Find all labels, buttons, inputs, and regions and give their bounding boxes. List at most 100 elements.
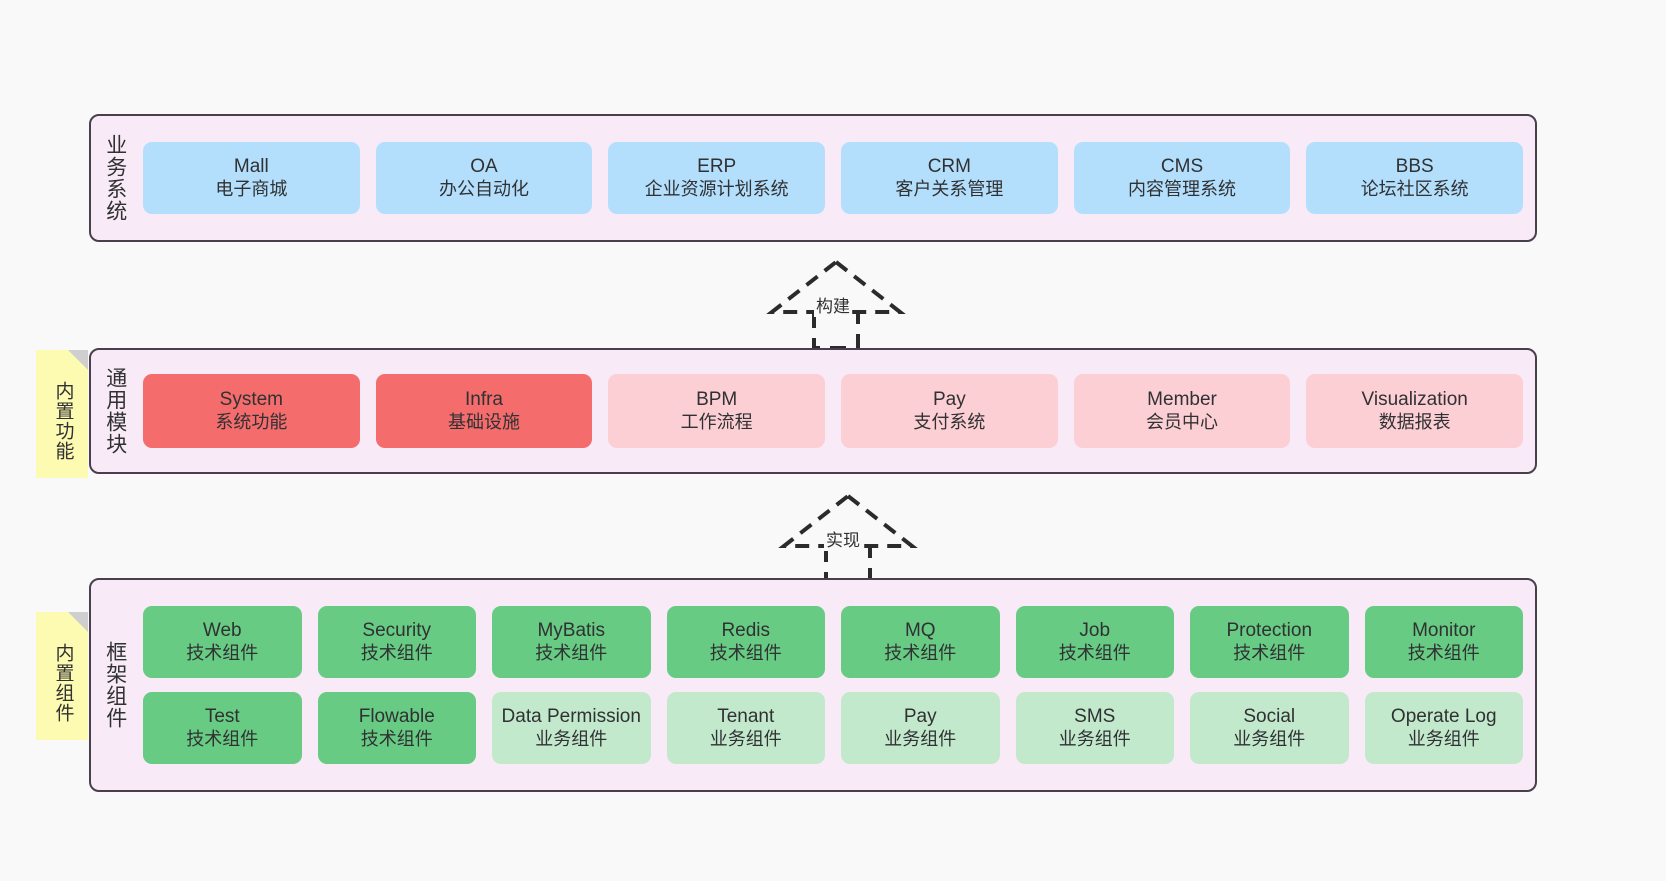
module-desc: 支付系统 — [913, 411, 986, 432]
layer-label-business-systems: 业务系统 — [103, 134, 127, 222]
module-card-oa[interactable]: OA 办公自动化 — [375, 142, 593, 214]
connector-implement: 实现 — [768, 492, 928, 584]
module-card-erp[interactable]: ERP 企业资源计划系统 — [608, 142, 826, 214]
module-name: Operate Log — [1390, 706, 1497, 728]
module-card-monitor[interactable]: Monitor 技术组件 — [1364, 606, 1523, 678]
layer-label-common-modules: 通用模块 — [103, 367, 127, 455]
module-name: Member — [1147, 389, 1217, 411]
module-name: Social — [1243, 706, 1296, 728]
layer-body-business-systems: Mall 电子商城 OA 办公自动化 ERP 企业资源计划系统 CRM 客户关系… — [139, 116, 1535, 240]
module-desc: 技术组件 — [1058, 642, 1131, 663]
layer-framework-components: 框架组件 Web 技术组件 Security 技术组件 MyBatis 技术组件… — [89, 578, 1537, 792]
module-name: Infra — [464, 389, 504, 411]
module-desc: 会员中心 — [1146, 411, 1219, 432]
layer-body-common-modules: System 系统功能 Infra 基础设施 BPM 工作流程 Pay 支付系统… — [139, 350, 1535, 472]
layer-body-framework-components: Web 技术组件 Security 技术组件 MyBatis 技术组件 Redi… — [139, 580, 1535, 790]
module-name: Web — [202, 620, 242, 642]
module-name: MyBatis — [537, 620, 606, 642]
module-desc: 业务组件 — [1407, 728, 1480, 749]
module-desc: 客户关系管理 — [895, 178, 1004, 199]
module-card-sms[interactable]: SMS 业务组件 — [1015, 692, 1174, 764]
module-name: BBS — [1395, 156, 1434, 178]
module-desc: 业务组件 — [1233, 728, 1306, 749]
module-card-security[interactable]: Security 技术组件 — [317, 606, 476, 678]
module-card-infra[interactable]: Infra 基础设施 — [375, 374, 593, 448]
module-card-redis[interactable]: Redis 技术组件 — [666, 606, 825, 678]
layer-label-framework-components: 框架组件 — [103, 641, 127, 729]
module-desc: 技术组件 — [1233, 642, 1306, 663]
module-card-job[interactable]: Job 技术组件 — [1015, 606, 1174, 678]
module-name: SMS — [1074, 706, 1116, 728]
module-desc: 数据报表 — [1378, 411, 1451, 432]
layer-common-modules: 通用模块 System 系统功能 Infra 基础设施 BPM 工作流程 Pay… — [89, 348, 1537, 474]
module-name: Mall — [233, 156, 269, 178]
module-card-pay[interactable]: Pay 支付系统 — [841, 374, 1058, 448]
module-desc: 技术组件 — [709, 642, 782, 663]
module-card-flowable[interactable]: Flowable 技术组件 — [317, 692, 476, 764]
module-card-test[interactable]: Test 技术组件 — [143, 692, 302, 764]
module-card-web[interactable]: Web 技术组件 — [143, 606, 302, 678]
module-name: BPM — [696, 389, 738, 411]
module-card-cms[interactable]: CMS 内容管理系统 — [1073, 142, 1291, 214]
module-name: Redis — [721, 620, 771, 642]
layer-row: Mall 电子商城 OA 办公自动化 ERP 企业资源计划系统 CRM 客户关系… — [143, 142, 1524, 214]
layer-business-systems: 业务系统 Mall 电子商城 OA 办公自动化 ERP 企业资源计划系统 CRM… — [89, 114, 1537, 242]
module-desc: 技术组件 — [186, 728, 259, 749]
module-desc: 办公自动化 — [439, 178, 529, 199]
module-card-system[interactable]: System 系统功能 — [143, 374, 360, 448]
module-card-member[interactable]: Member 会员中心 — [1073, 374, 1291, 448]
module-card-tenant[interactable]: Tenant 业务组件 — [666, 692, 825, 764]
module-name: ERP — [697, 156, 737, 178]
layer-row-technical: Web 技术组件 Security 技术组件 MyBatis 技术组件 Redi… — [143, 606, 1523, 678]
connector-label-build: 构建 — [814, 292, 852, 317]
module-card-mall[interactable]: Mall 电子商城 — [143, 142, 360, 214]
layer-row: System 系统功能 Infra 基础设施 BPM 工作流程 Pay 支付系统… — [143, 374, 1524, 448]
module-name: Pay — [932, 389, 966, 411]
module-desc: 技术组件 — [535, 642, 608, 663]
module-card-crm[interactable]: CRM 客户关系管理 — [841, 142, 1058, 214]
module-card-mq[interactable]: MQ 技术组件 — [841, 606, 1000, 678]
module-name: Monitor — [1412, 620, 1476, 642]
module-desc: 工作流程 — [680, 411, 753, 432]
module-card-mybatis[interactable]: MyBatis 技术组件 — [492, 606, 651, 678]
module-card-operate-log[interactable]: Operate Log 业务组件 — [1364, 692, 1523, 764]
module-desc: 业务组件 — [709, 728, 782, 749]
module-name: Pay — [903, 706, 937, 728]
module-name: MQ — [904, 620, 936, 642]
module-name: OA — [470, 156, 498, 178]
sticky-note-label: 内置功能 — [52, 381, 74, 461]
sticky-fold-corner-icon — [68, 350, 88, 370]
module-desc: 系统功能 — [215, 411, 288, 432]
sticky-note-builtin-components: 内置组件 — [36, 612, 88, 740]
connector-build: 构建 — [756, 258, 916, 350]
module-name: System — [219, 389, 284, 411]
sticky-note-builtin-features: 内置功能 — [36, 350, 88, 478]
module-name: Job — [1079, 620, 1111, 642]
module-desc: 电子商城 — [215, 178, 288, 199]
module-desc: 业务组件 — [884, 728, 957, 749]
connector-label-implement: 实现 — [824, 526, 862, 551]
module-desc: 业务组件 — [1058, 728, 1131, 749]
module-card-protection[interactable]: Protection 技术组件 — [1190, 606, 1349, 678]
module-desc: 内容管理系统 — [1128, 178, 1237, 199]
module-name: Data Permission — [501, 706, 641, 728]
module-name: Tenant — [717, 706, 775, 728]
module-name: Test — [204, 706, 240, 728]
module-card-pay-business[interactable]: Pay 业务组件 — [841, 692, 1000, 764]
module-card-visualization[interactable]: Visualization 数据报表 — [1306, 374, 1524, 448]
module-desc: 技术组件 — [360, 728, 433, 749]
module-desc: 基础设施 — [448, 411, 520, 432]
module-card-bbs[interactable]: BBS 论坛社区系统 — [1306, 142, 1524, 214]
module-name: Visualization — [1361, 389, 1468, 411]
module-name: Protection — [1226, 620, 1313, 642]
module-card-social[interactable]: Social 业务组件 — [1190, 692, 1349, 764]
module-desc: 业务组件 — [535, 728, 608, 749]
sticky-fold-corner-icon — [68, 612, 88, 632]
module-desc: 论坛社区系统 — [1360, 178, 1469, 199]
module-name: Flowable — [358, 706, 435, 728]
sticky-note-label: 内置组件 — [52, 643, 74, 723]
module-card-data-permission[interactable]: Data Permission 业务组件 — [492, 692, 651, 764]
module-name: Security — [362, 620, 432, 642]
module-card-bpm[interactable]: BPM 工作流程 — [608, 374, 826, 448]
